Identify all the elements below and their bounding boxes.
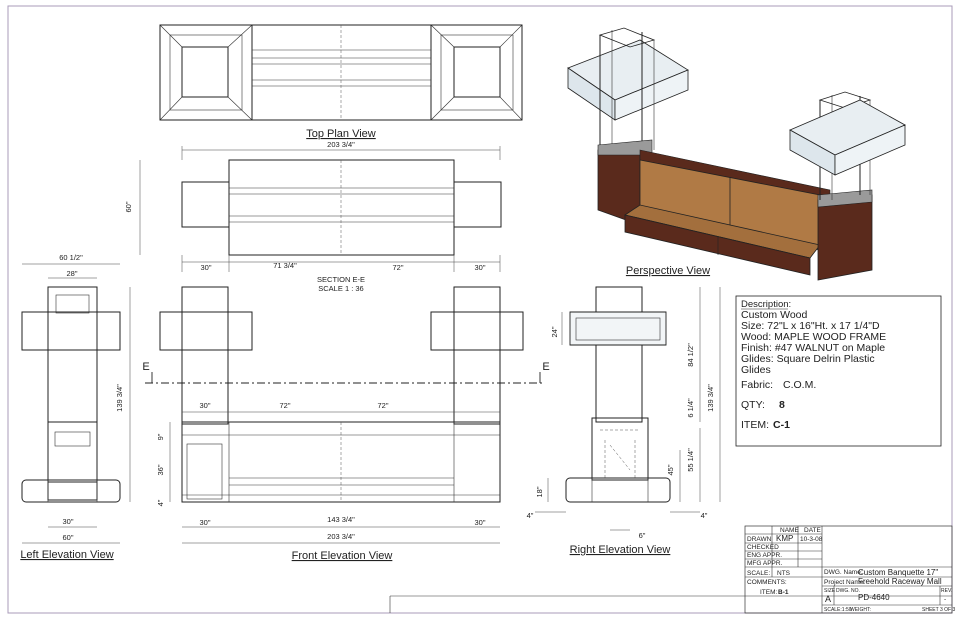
tb-rev-value: -: [944, 596, 946, 603]
qty-value: 8: [779, 399, 785, 411]
tb-drawn-name: KMP: [776, 534, 793, 543]
perspective-view-label: Perspective View: [626, 265, 710, 277]
qty-label: QTY:: [741, 399, 765, 411]
right-18-dim: 18": [535, 486, 544, 497]
left-elevation-view: 60 1/2" 28" 139 3/4" 30" 60" Left Elevat…: [20, 253, 131, 561]
desc-line5: Glides: Square Delrin Plastic: [741, 353, 875, 365]
item-label: ITEM:: [741, 419, 769, 431]
front-elevation-label: Front Elevation View: [292, 550, 393, 562]
section-center-dim: 71 3/4": [273, 261, 297, 270]
right-6-dim: 6": [639, 531, 646, 540]
tb-sheet: SHEET 3 OF 3: [922, 607, 955, 613]
desc-line4: Finish: #47 WALNUT on Maple: [741, 342, 885, 354]
right-elevation-label: Right Elevation View: [570, 544, 671, 556]
tb-item-label: ITEM:: [760, 589, 778, 596]
title-block: NAME DATE DRAWN KMP 10-3-08 CHECKED ENG …: [389, 525, 955, 614]
right-6-1-4-dim: 6 1/4": [686, 398, 695, 418]
section-depth-dim: 60": [124, 201, 133, 212]
front-bottom-a-dim: 30": [199, 518, 210, 527]
left-base-a-dim: 30": [62, 517, 73, 526]
tb-size-value: A: [825, 594, 831, 604]
front-bottom-b-dim: 143 3/4": [327, 515, 355, 524]
tb-eng-appr: ENG APPR.: [747, 552, 782, 559]
description-box: Description: Custom Wood Size: 72"L x 16…: [735, 295, 942, 447]
tb-mfg-appr: MFG APPR.: [747, 560, 783, 567]
section-right-dim: 30": [474, 263, 485, 272]
left-inner-dim: 28": [66, 269, 77, 278]
desc-line3: Wood: MAPLE WOOD FRAME: [741, 331, 886, 343]
front-elevation-view: E E 30" 72" 72" 9" 36" 4" 30" 143 3/4" 3…: [142, 286, 550, 562]
front-seg-b-dim: 72": [279, 401, 290, 410]
tb-scale-ratio: SCALE:1:50: [824, 607, 852, 613]
section-overall-dim: 203 3/4": [327, 140, 355, 149]
right-4a-dim: 4": [527, 511, 534, 520]
right-elevation-view: 24" 84 1/2" 139 3/4" 6 1/4" 55 1/4" 45" …: [527, 286, 721, 556]
tb-dwg-name: Custom Banquette 17": [858, 568, 938, 577]
section-left-dim: 30": [200, 263, 211, 272]
section-title: SECTION E-E: [317, 275, 365, 284]
right-4b-dim: 4": [701, 511, 708, 520]
section-mid-dim: 72": [392, 263, 403, 272]
tb-col-date: DATE: [804, 527, 822, 534]
tb-col-name: NAME: [780, 527, 799, 534]
tb-item-value: B-1: [778, 589, 789, 596]
top-plan-view: Top Plan View: [159, 24, 523, 140]
left-elevation-label: Left Elevation View: [20, 549, 113, 561]
tb-dwg-no-label: DWG. NO.: [836, 588, 860, 594]
front-seg-c-dim: 72": [377, 401, 388, 410]
right-84-dim: 84 1/2": [686, 343, 695, 367]
right-139-dim: 139 3/4": [706, 384, 715, 412]
front-h4-dim: 4": [156, 499, 165, 506]
right-45-dim: 45": [666, 464, 675, 475]
sheet-border: [7, 5, 953, 614]
tb-checked: CHECKED: [747, 544, 779, 551]
cut-mark-left: E: [142, 361, 149, 373]
desc-line2: Size: 72"L x 16"Ht. x 17 1/4"D: [741, 320, 880, 332]
desc-heading: Description:: [741, 299, 791, 310]
left-width-dim: 60 1/2": [59, 253, 83, 262]
tb-scale-value: NTS: [777, 570, 791, 577]
tb-dwg-name-label: DWG. Name:: [824, 569, 863, 576]
section-scale: SCALE 1 : 36: [318, 284, 363, 293]
right-55-dim: 55 1/4": [686, 448, 695, 472]
front-h36-dim: 36": [156, 464, 165, 475]
tb-rev-label: REV.: [941, 588, 952, 594]
front-h9-dim: 9": [156, 433, 165, 440]
tb-project-label: Project Name:: [824, 579, 865, 586]
left-base-b-dim: 60": [62, 533, 73, 542]
tb-comments: COMMENTS:: [747, 579, 787, 586]
front-overall-dim: 203 3/4": [327, 532, 355, 541]
left-height-dim: 139 3/4": [115, 384, 124, 412]
desc-line6: Glides: [741, 364, 771, 376]
item-value: C-1: [773, 419, 790, 431]
tb-weight: WEIGHT:: [850, 607, 871, 613]
fabric-label: Fabric:: [741, 379, 773, 391]
tb-drawn: DRAWN: [747, 536, 772, 543]
tb-drawn-date: 10-3-08: [800, 536, 823, 543]
front-seg-a-dim: 30": [199, 401, 210, 410]
tb-scale-label: SCALE:: [747, 570, 770, 577]
right-24-dim: 24": [550, 326, 559, 337]
perspective-view: Perspective View: [567, 27, 906, 281]
front-bottom-c-dim: 30": [474, 518, 485, 527]
fabric-value: C.O.M.: [783, 379, 816, 391]
section-e-e: 203 3/4" 60" 30" 71 3/4" 72" 30" SECTION…: [124, 140, 502, 293]
cut-mark-right: E: [542, 361, 549, 373]
tb-size-label: SIZE: [824, 588, 836, 594]
tb-dwg-no: PD-4640: [858, 593, 890, 602]
tb-project-name: Freehold Raceway Mall: [858, 577, 942, 586]
top-plan-view-label: Top Plan View: [306, 128, 376, 140]
desc-line1: Custom Wood: [741, 309, 807, 321]
